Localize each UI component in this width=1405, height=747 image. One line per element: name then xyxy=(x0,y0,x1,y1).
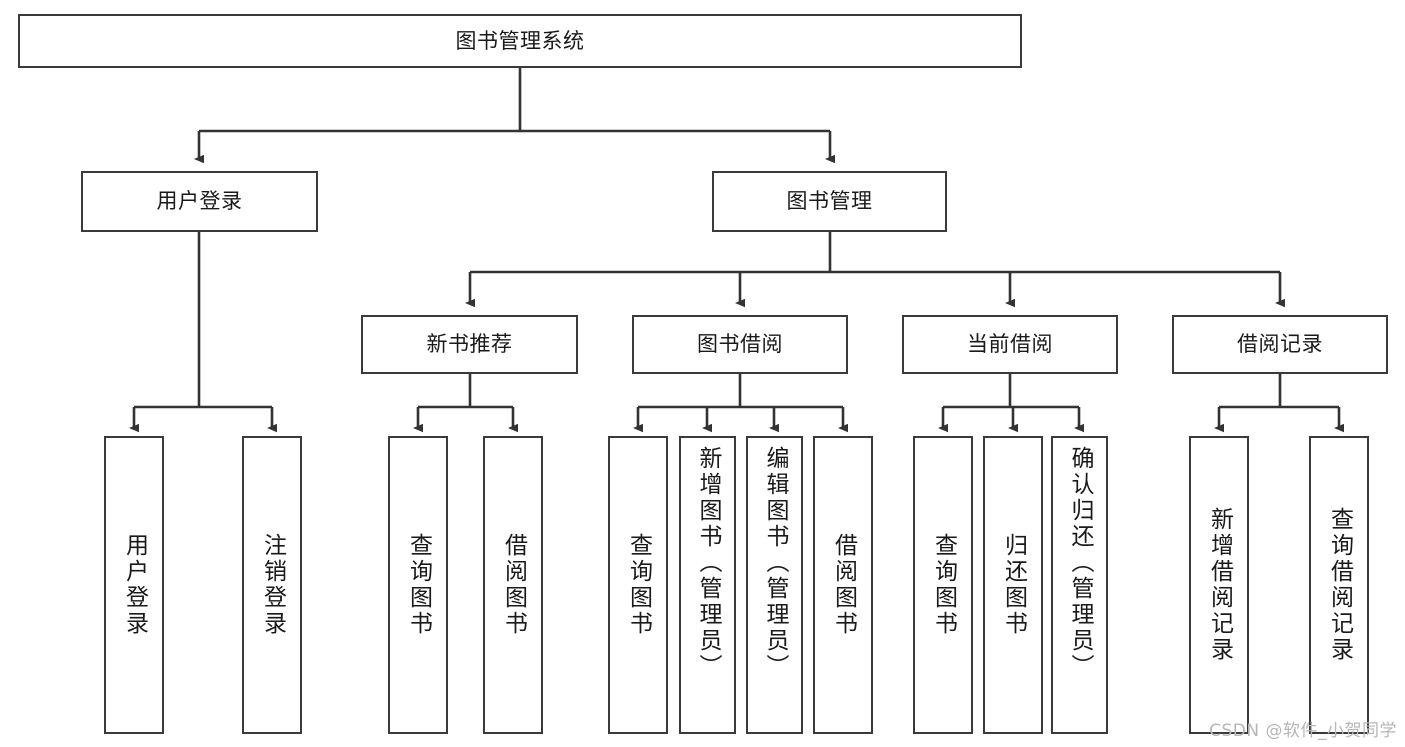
node-book-manage-label: 图书管理 xyxy=(786,189,873,214)
node-leaf-return-book-label: 归还图书 xyxy=(1000,533,1027,637)
node-borrow-record[interactable]: 借阅记录 xyxy=(1172,315,1388,374)
node-leaf-borrow-book-1[interactable]: 借阅图书 xyxy=(483,436,543,734)
node-leaf-query-book-1-label: 查询图书 xyxy=(405,533,432,637)
node-leaf-query-record-label: 查询借阅记录 xyxy=(1326,507,1353,663)
node-borrow-record-label: 借阅记录 xyxy=(1237,332,1323,357)
node-current-borrow-label: 当前借阅 xyxy=(967,332,1053,357)
node-leaf-borrow-book-2[interactable]: 借阅图书 xyxy=(813,436,873,734)
node-leaf-borrow-book-1-label: 借阅图书 xyxy=(500,533,527,637)
node-leaf-query-book-3[interactable]: 查询图书 xyxy=(913,436,973,734)
node-leaf-logout-label: 注销登录 xyxy=(259,533,286,637)
node-leaf-query-book-2[interactable]: 查询图书 xyxy=(608,436,668,734)
node-leaf-return-book[interactable]: 归还图书 xyxy=(983,436,1043,734)
node-current-borrow[interactable]: 当前借阅 xyxy=(902,315,1118,374)
node-book-borrow[interactable]: 图书借阅 xyxy=(632,315,848,374)
node-user-login-label: 用户登录 xyxy=(156,189,243,214)
node-user-login[interactable]: 用户登录 xyxy=(81,171,318,232)
node-leaf-confirm-return[interactable]: 确认归还（管理员） xyxy=(1051,436,1108,734)
node-book-manage[interactable]: 图书管理 xyxy=(712,171,947,232)
node-leaf-add-record[interactable]: 新增借阅记录 xyxy=(1189,436,1249,734)
node-leaf-user-login[interactable]: 用户登录 xyxy=(104,436,164,734)
node-new-book-recommend[interactable]: 新书推荐 xyxy=(361,315,578,374)
node-leaf-add-book[interactable]: 新增图书（管理员） xyxy=(679,436,736,734)
node-leaf-query-book-2-label: 查询图书 xyxy=(625,533,652,637)
node-book-borrow-label: 图书借阅 xyxy=(697,332,783,357)
node-leaf-query-record[interactable]: 查询借阅记录 xyxy=(1309,436,1369,734)
csdn-watermark: CSDN @软件_小贺同学 xyxy=(1209,721,1397,741)
node-new-book-recommend-label: 新书推荐 xyxy=(426,332,513,357)
node-leaf-logout[interactable]: 注销登录 xyxy=(242,436,302,734)
node-leaf-add-book-label: 新增图书（管理员） xyxy=(695,446,721,680)
node-root-label: 图书管理系统 xyxy=(455,28,585,53)
node-leaf-borrow-book-2-label: 借阅图书 xyxy=(830,533,857,637)
node-leaf-edit-book[interactable]: 编辑图书（管理员） xyxy=(746,436,803,734)
node-leaf-edit-book-label: 编辑图书（管理员） xyxy=(762,446,788,680)
node-leaf-add-record-label: 新增借阅记录 xyxy=(1206,507,1233,663)
node-leaf-confirm-return-label: 确认归还（管理员） xyxy=(1067,446,1093,680)
node-leaf-query-book-1[interactable]: 查询图书 xyxy=(388,436,448,734)
node-leaf-query-book-3-label: 查询图书 xyxy=(930,533,957,637)
node-root[interactable]: 图书管理系统 xyxy=(18,14,1022,68)
node-leaf-user-login-label: 用户登录 xyxy=(121,533,148,637)
